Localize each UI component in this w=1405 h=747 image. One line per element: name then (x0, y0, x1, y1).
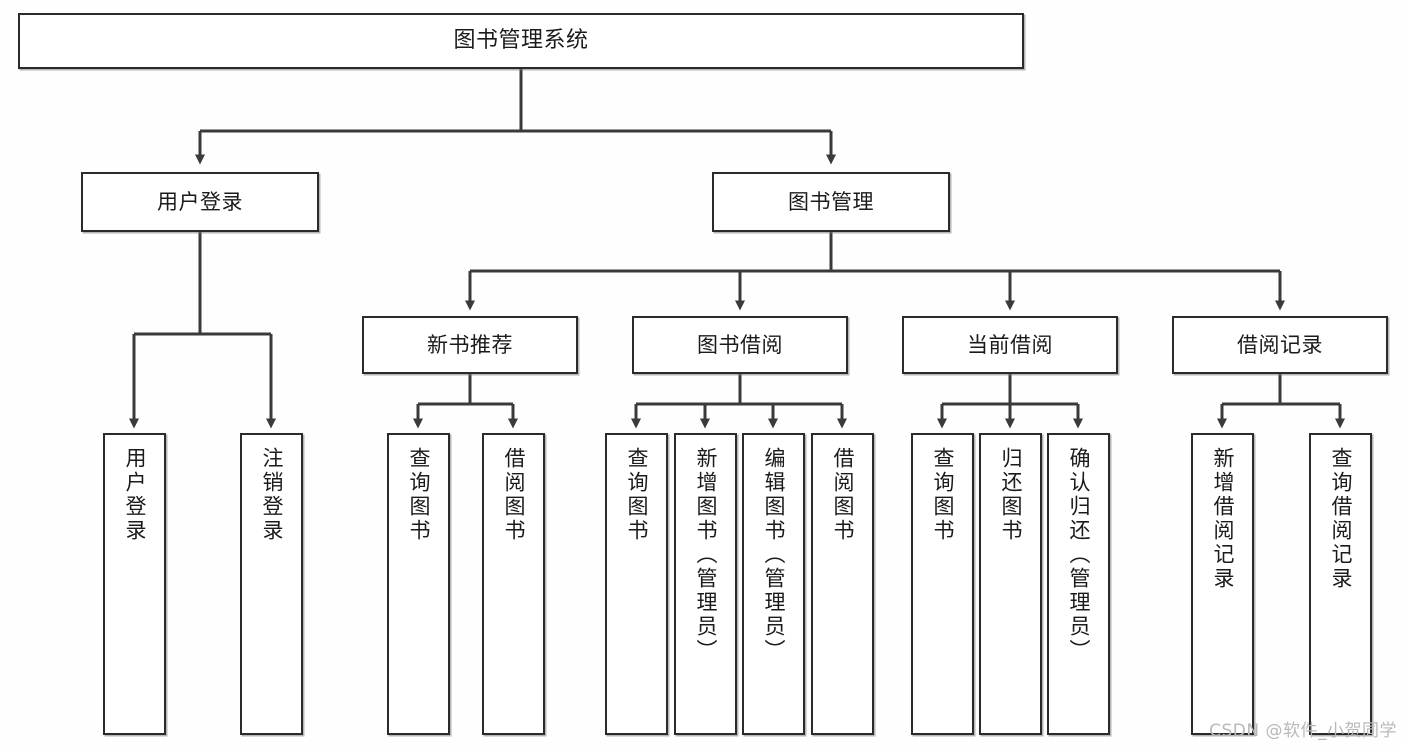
node-label: 注销登录 (260, 447, 284, 543)
node-label: 图书管理 (788, 189, 874, 214)
node-label: 确认归还（管理员） (1067, 447, 1091, 663)
node-leaf-add-record[interactable]: 新增借阅记录 (1191, 433, 1254, 735)
node-leaf-edit-book[interactable]: 编辑图书（管理员） (742, 433, 805, 735)
node-label: 借阅图书 (831, 447, 855, 543)
node-leaf-logout[interactable]: 注销登录 (240, 433, 303, 735)
node-leaf-query-book-1[interactable]: 查询图书 (387, 433, 450, 735)
node-label: 图书管理系统 (453, 28, 589, 54)
node-leaf-borrow-book-1[interactable]: 借阅图书 (482, 433, 545, 735)
node-book-borrow[interactable]: 图书借阅 (632, 316, 848, 374)
node-label: 图书借阅 (697, 332, 783, 357)
node-book-management[interactable]: 图书管理 (712, 172, 950, 232)
node-label: 用户登录 (157, 189, 243, 214)
node-label: 新书推荐 (427, 332, 513, 357)
node-label: 当前借阅 (967, 332, 1053, 357)
node-label: 用户登录 (123, 447, 147, 543)
node-label: 新增借阅记录 (1211, 447, 1235, 591)
node-borrow-record[interactable]: 借阅记录 (1172, 316, 1388, 374)
node-leaf-borrow-book-2[interactable]: 借阅图书 (811, 433, 874, 735)
node-label: 查询图书 (625, 447, 649, 543)
watermark: CSDN @软件_小贺同学 (1209, 721, 1397, 741)
node-leaf-query-book-2[interactable]: 查询图书 (605, 433, 668, 735)
node-label: 借阅图书 (502, 447, 526, 543)
node-label: 编辑图书（管理员） (762, 447, 786, 663)
node-user-login[interactable]: 用户登录 (81, 172, 319, 232)
node-leaf-add-book[interactable]: 新增图书（管理员） (674, 433, 737, 735)
node-new-book-recommend[interactable]: 新书推荐 (362, 316, 578, 374)
node-leaf-query-book-3[interactable]: 查询图书 (911, 433, 974, 735)
node-current-borrow[interactable]: 当前借阅 (902, 316, 1118, 374)
node-leaf-user-login[interactable]: 用户登录 (103, 433, 166, 735)
node-leaf-query-record[interactable]: 查询借阅记录 (1309, 433, 1372, 735)
node-label: 查询借阅记录 (1329, 447, 1353, 591)
node-label: 归还图书 (999, 447, 1023, 543)
node-leaf-return-book[interactable]: 归还图书 (979, 433, 1042, 735)
node-leaf-confirm-return[interactable]: 确认归还（管理员） (1047, 433, 1110, 735)
node-root-system[interactable]: 图书管理系统 (18, 13, 1024, 69)
node-label: 查询图书 (407, 447, 431, 543)
node-label: 查询图书 (931, 447, 955, 543)
node-label: 新增图书（管理员） (694, 447, 718, 663)
node-label: 借阅记录 (1237, 332, 1323, 357)
